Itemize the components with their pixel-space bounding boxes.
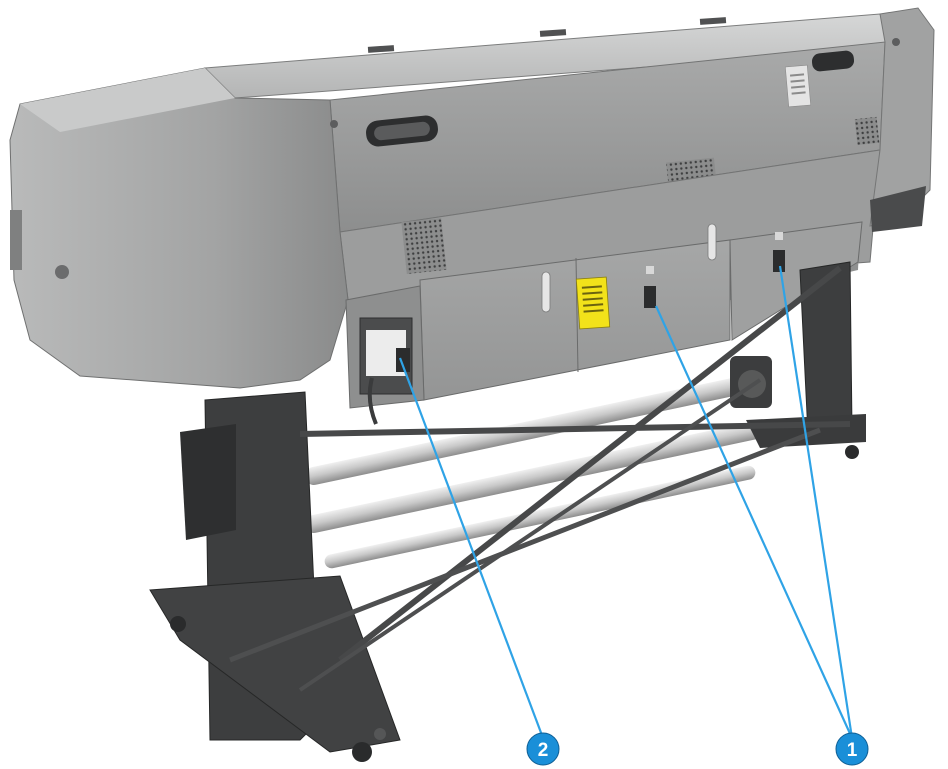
- printer-stand: [149, 261, 866, 762]
- leader-line-2: [398, 357, 545, 739]
- callout-2-label: 2: [538, 740, 549, 761]
- callout-1-label: 1: [847, 740, 858, 761]
- leader-line-1a: [654, 305, 854, 739]
- printer-body: [9, 7, 935, 425]
- callout-1: 1: [835, 732, 869, 766]
- callout-2: 2: [526, 732, 560, 766]
- leader-line-1b: [778, 265, 854, 739]
- leader-lines: [398, 265, 854, 739]
